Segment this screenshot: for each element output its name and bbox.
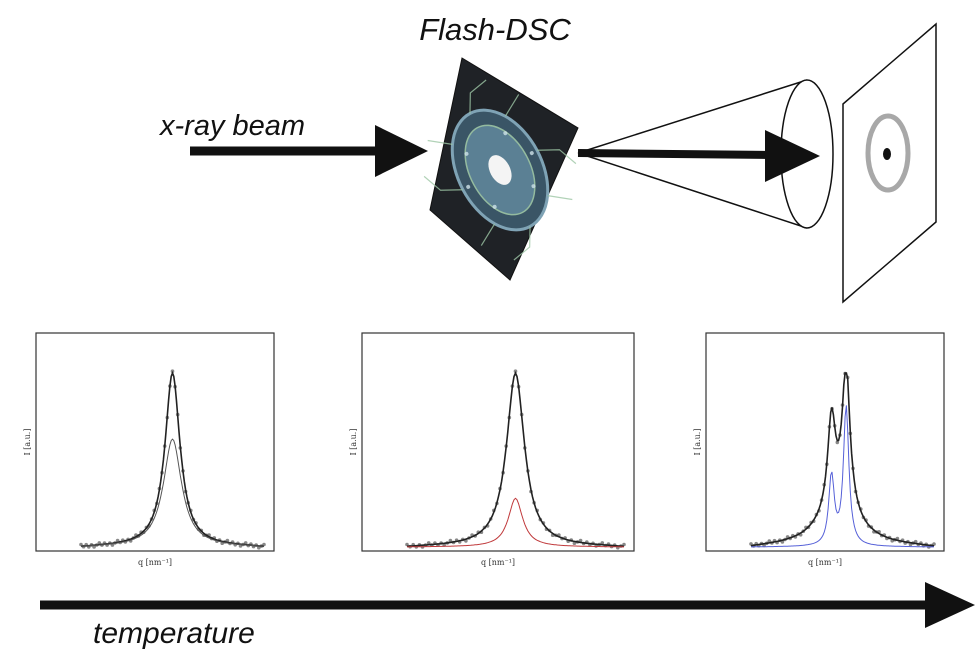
- plot-frame: [705, 332, 945, 552]
- device-label: Flash-DSC: [419, 12, 571, 47]
- beam-spot: [883, 148, 891, 160]
- scattered-beam-arrow: [577, 130, 820, 182]
- fit-envelope: [406, 370, 625, 548]
- fit-envelope: [750, 372, 935, 547]
- plot-frame: [35, 332, 275, 552]
- x-axis-label: q [nm⁻¹]: [481, 558, 515, 567]
- diffraction-ring: [865, 113, 911, 193]
- plot-frame: [361, 332, 635, 552]
- plot-panel-2: q [nm⁻¹] I [a.u.]: [349, 332, 635, 567]
- beam-arrow: [190, 125, 428, 177]
- temperature-arrow: [40, 582, 975, 628]
- plot-panel-3: q [nm⁻¹] I [a.u.]: [693, 332, 945, 567]
- x-axis-label: q [nm⁻¹]: [138, 558, 172, 567]
- flash-dsc-chip: [423, 57, 579, 281]
- temperature-label: temperature: [93, 617, 255, 650]
- plot-panel-1: q [nm⁻¹] I [a.u.]: [23, 332, 275, 567]
- beam-label: x-ray beam: [158, 110, 305, 142]
- x-axis-label: q [nm⁻¹]: [808, 558, 842, 567]
- plot-panels: q [nm⁻¹]I [a.u.]q [nm⁻¹]I [a.u.]q [nm⁻¹]…: [23, 332, 945, 567]
- fit-component: [80, 438, 265, 547]
- detector-screen: [842, 22, 937, 304]
- y-axis-label: I [a.u.]: [693, 429, 702, 456]
- y-axis-label: I [a.u.]: [349, 429, 358, 456]
- fit-component: [407, 497, 624, 548]
- y-axis-label: I [a.u.]: [23, 429, 32, 456]
- fit-component: [751, 405, 934, 548]
